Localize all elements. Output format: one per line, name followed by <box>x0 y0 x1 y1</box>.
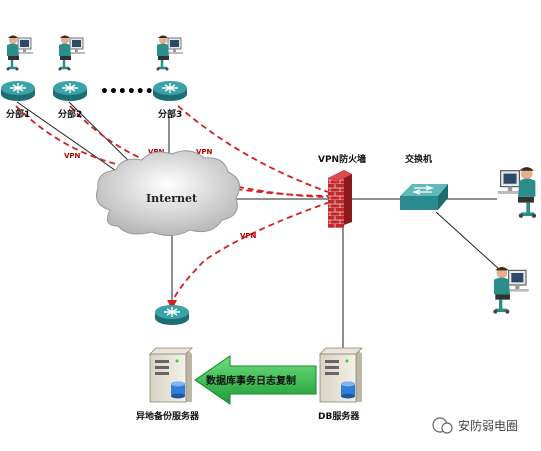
switch-label: 交换机 <box>405 153 432 165</box>
router-icon-branch2 <box>52 80 88 102</box>
branch3-label: 分部3 <box>158 108 182 120</box>
user-icon-branch3 <box>155 34 184 72</box>
watermark: 安防弱电圈 <box>432 417 518 434</box>
router-icon-branch1 <box>0 80 36 102</box>
db-server-label: DB服务器 <box>318 410 360 422</box>
router-icon-branch3 <box>152 80 188 102</box>
replication-label: 数据库事务日志复制 <box>206 374 296 387</box>
user-icon-hq-1 <box>496 165 538 220</box>
internet-label: Internet <box>146 192 198 205</box>
firewall-label: VPN防火墙 <box>318 153 366 165</box>
backup-server-icon <box>149 347 193 403</box>
ellipsis: •••••• <box>100 84 154 100</box>
router-icon-backup <box>154 304 190 326</box>
vpn-label-1: VPN <box>64 152 81 160</box>
watermark-text: 安防弱电圈 <box>458 418 518 433</box>
branch2-label: 分部2 <box>58 108 82 120</box>
physical-links <box>16 101 501 350</box>
user-icon-branch1 <box>5 34 34 72</box>
switch-icon <box>400 184 448 210</box>
internet-cloud <box>96 150 241 236</box>
vpn-label-4: VPN <box>240 232 257 240</box>
backup-server-label: 异地备份服务器 <box>136 410 200 422</box>
user-icon-hq-2 <box>491 265 530 316</box>
replication-arrow <box>194 355 317 405</box>
branch1-label: 分部1 <box>6 108 30 120</box>
firewall-icon <box>328 170 352 228</box>
db-server-icon <box>319 347 363 403</box>
vpn-label-3: VPN <box>196 148 213 156</box>
user-icon-branch2 <box>57 34 86 72</box>
